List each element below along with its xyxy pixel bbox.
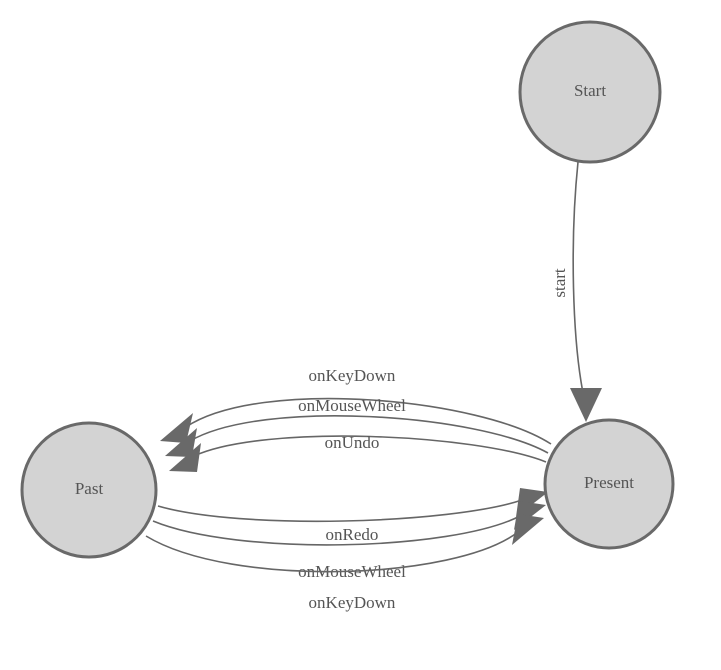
node-start-circle (518, 20, 662, 164)
arrowhead-into-past-onundo (169, 443, 201, 472)
edge-start-to-present-path (572, 161, 585, 399)
edge-present-to-past-onkeydown-path (185, 397, 552, 445)
arrowhead-into-present-start (570, 388, 602, 422)
edge-past-to-present-onkeydown-path (145, 531, 519, 573)
edge-present-to-past-onundo-path (193, 435, 547, 463)
edge-past-to-present-onredo-path (157, 499, 523, 523)
edge-past-to-present-onredo[interactable]: onRedo (157, 488, 548, 544)
edge-label-start: start (550, 268, 569, 298)
edge-label-onredo: onRedo (326, 525, 379, 544)
edge-label-onkeydown-bottom: onKeyDown (309, 593, 396, 612)
node-start[interactable]: Start (518, 20, 662, 164)
edge-start-to-present[interactable]: start (550, 161, 602, 422)
node-present[interactable]: Present (543, 418, 675, 550)
node-past[interactable]: Past (20, 421, 158, 559)
edge-present-to-past-onmousewheel-path (189, 415, 549, 454)
edge-present-to-past-onundo[interactable]: onUndo (169, 433, 547, 472)
edge-label-onkeydown-top: onKeyDown (309, 366, 396, 385)
node-present-circle (543, 418, 675, 550)
arrowhead-into-present-onkeydown (512, 514, 544, 545)
arrowhead-into-past-onkeydown (160, 413, 193, 443)
edge-past-to-present-onmousewheel-path (152, 515, 521, 546)
arrowhead-into-past-onmousewheel (165, 428, 197, 457)
node-past-circle (20, 421, 158, 559)
edge-past-to-present-onmousewheel[interactable]: onMouseWheel (152, 501, 546, 581)
